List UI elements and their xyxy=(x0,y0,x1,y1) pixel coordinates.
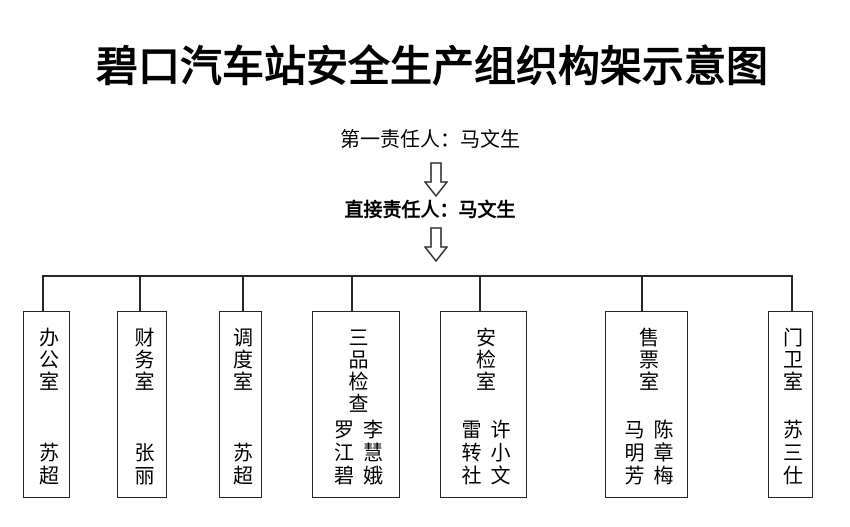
department-box-2: 财务室张丽 xyxy=(117,311,167,498)
connector-horizontal-line xyxy=(42,275,793,277)
direct-responsible-label: 直接责任人：马文生 xyxy=(344,200,516,221)
member-name: 苏超 xyxy=(229,442,252,488)
department-name: 调度室 xyxy=(229,327,252,393)
department-name: 办公室 xyxy=(35,327,58,393)
member-name: 苏超 xyxy=(35,442,58,488)
down-arrow-icon xyxy=(424,227,448,263)
connector-drop-line xyxy=(479,276,481,311)
member-name: 马明芳 xyxy=(621,419,643,488)
department-name: 售票室 xyxy=(635,327,658,393)
page-title: 碧口汽车站安全生产组织构架示意图 xyxy=(95,45,768,91)
member-name: 罗江碧 xyxy=(330,419,353,488)
connector-drop-line xyxy=(791,276,793,311)
department-box-3: 调度室苏超 xyxy=(219,311,262,498)
down-arrow-icon xyxy=(424,162,448,198)
department-members: 张丽 xyxy=(124,442,160,488)
department-members: 苏超 xyxy=(223,442,259,488)
connector-drop-line xyxy=(42,276,44,311)
member-name: 许小文 xyxy=(487,419,509,488)
member-name: 张丽 xyxy=(131,442,153,488)
member-name: 李慧娥 xyxy=(359,419,382,488)
member-name: 雷转社 xyxy=(458,419,480,488)
connector-drop-line xyxy=(641,276,643,311)
department-members: 苏三仕 xyxy=(773,419,809,488)
department-name: 财务室 xyxy=(131,327,153,393)
connector-drop-line xyxy=(139,276,141,311)
department-name: 安检室 xyxy=(472,327,495,393)
department-box-6: 售票室陈章梅马明芳 xyxy=(605,311,688,498)
department-box-1: 办公室苏超 xyxy=(23,311,70,498)
department-name: 门卫室 xyxy=(779,327,802,393)
department-members: 许小文雷转社 xyxy=(451,419,516,488)
member-name: 苏三仕 xyxy=(779,419,802,488)
department-members: 陈章梅马明芳 xyxy=(614,419,679,488)
connector-drop-line xyxy=(242,276,244,311)
department-members: 苏超 xyxy=(29,442,65,488)
department-box-4: 三品检查李慧娥罗江碧 xyxy=(312,311,400,498)
department-box-7: 门卫室苏三仕 xyxy=(768,311,813,498)
department-members: 李慧娥罗江碧 xyxy=(324,419,389,488)
department-box-5: 安检室许小文雷转社 xyxy=(440,311,527,498)
member-name: 陈章梅 xyxy=(650,419,672,488)
first-responsible-label: 第一责任人：马文生 xyxy=(340,129,520,151)
connector-drop-line xyxy=(351,276,353,311)
department-name: 三品检查 xyxy=(345,327,367,415)
